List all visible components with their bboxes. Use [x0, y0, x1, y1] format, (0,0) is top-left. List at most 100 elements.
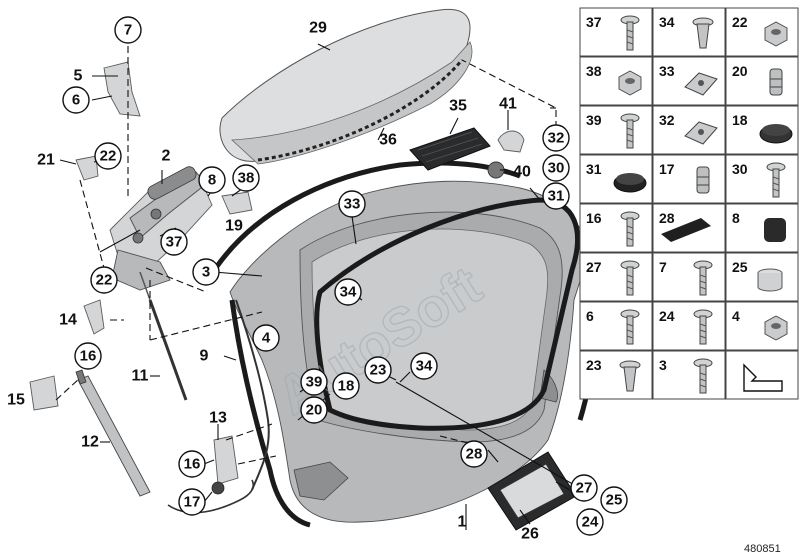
parts-grid-number: 39	[586, 112, 602, 128]
svg-text:18: 18	[338, 378, 355, 395]
parts-grid-cell: 16	[579, 203, 653, 253]
svg-text:17: 17	[184, 494, 201, 511]
hinge-assembly	[109, 166, 213, 291]
callout-24-main: 24	[576, 508, 604, 536]
svg-text:26: 26	[521, 526, 539, 543]
bolt-icon	[620, 211, 640, 247]
svg-text:3: 3	[202, 264, 210, 281]
parts-grid-number: 25	[732, 259, 748, 275]
parts-grid-number: 22	[732, 14, 748, 30]
callout-34-lower: 34	[410, 352, 438, 380]
hex-nut-icon	[764, 315, 788, 341]
parts-grid-number: 16	[586, 210, 602, 226]
bracket-part	[103, 61, 141, 117]
arrow-icon	[743, 363, 783, 392]
callout-20: 20	[300, 396, 328, 424]
push-clip-icon	[619, 360, 641, 392]
part-21	[75, 155, 99, 181]
svg-text:22: 22	[100, 148, 117, 165]
parts-grid-cell: 38	[579, 56, 653, 106]
parts-grid-number: 30	[732, 161, 748, 177]
callout-9: 9	[200, 348, 209, 365]
callout-2: 2	[162, 148, 171, 165]
screw-icon	[693, 309, 713, 345]
svg-text:16: 16	[80, 348, 97, 365]
callout-17: 17	[178, 488, 206, 516]
svg-text:29: 29	[309, 20, 327, 37]
callout-8: 8	[198, 166, 226, 194]
bracket-19	[221, 191, 253, 215]
svg-text:34: 34	[416, 358, 433, 375]
svg-text:31: 31	[548, 188, 565, 205]
svg-text:38: 38	[238, 170, 255, 187]
parts-grid-cell: 37	[579, 7, 653, 57]
callout-1: 1	[458, 514, 467, 531]
callout-12: 12	[81, 434, 99, 451]
parts-grid-number: 32	[659, 112, 675, 128]
svg-text:19: 19	[225, 218, 243, 235]
rubber-block-icon	[764, 218, 786, 242]
expanding-rivet-icon	[692, 17, 714, 49]
parts-grid-number: 38	[586, 63, 602, 79]
callout-11: 11	[132, 368, 149, 385]
callout-6: 6	[62, 86, 90, 114]
callout-22-lower: 22	[90, 266, 118, 294]
parts-grid-number: 4	[732, 308, 740, 324]
svg-text:34: 34	[340, 284, 357, 301]
part-41	[497, 130, 525, 153]
rear-spoiler	[219, 8, 473, 165]
parts-grid-number: 3	[659, 357, 667, 373]
gas-strut-11	[148, 299, 188, 401]
spindle-drive-12	[75, 369, 151, 497]
svg-text:21: 21	[37, 152, 55, 169]
callout-35: 35	[449, 98, 467, 115]
parts-grid-cell: 22	[725, 7, 799, 57]
callout-3: 3	[192, 258, 220, 286]
parts-grid-cell: 30	[725, 154, 799, 204]
callout-31: 31	[542, 182, 570, 210]
callout-23-main: 23	[364, 356, 392, 384]
parts-grid-cell: 7	[652, 252, 726, 302]
svg-text:32: 32	[548, 130, 565, 147]
parts-grid-cell: 8	[725, 203, 799, 253]
mounting-bracket-icon	[684, 121, 718, 145]
callout-4: 4	[252, 324, 280, 352]
parts-grid-number: 23	[586, 357, 602, 373]
window-seal-inner	[314, 197, 580, 431]
callout-36: 36	[379, 132, 397, 149]
bolt-icon	[620, 309, 640, 345]
parts-grid-number: 37	[586, 14, 602, 30]
callout-32: 32	[542, 124, 570, 152]
parts-grid-number: 27	[586, 259, 602, 275]
parts-grid-number: 33	[659, 63, 675, 79]
callout-16-right: 16	[178, 450, 206, 478]
svg-text:13: 13	[209, 410, 227, 427]
callout-25-main: 25	[600, 486, 628, 514]
bolt-washer-icon	[693, 260, 713, 296]
grommet-icon	[759, 124, 793, 144]
parts-grid-cell: 34	[652, 7, 726, 57]
svg-text:7: 7	[124, 22, 132, 39]
parts-grid-cell: 39	[579, 105, 653, 155]
callout-19: 19	[225, 218, 243, 235]
svg-text:11: 11	[132, 368, 149, 385]
wiring-harness	[235, 299, 270, 491]
callout-13: 13	[209, 410, 227, 427]
flange-nut-icon	[618, 70, 642, 96]
svg-text:6: 6	[72, 92, 80, 109]
callout-28: 28	[460, 440, 488, 468]
svg-text:25: 25	[606, 492, 623, 509]
svg-text:9: 9	[200, 348, 209, 365]
svg-text:14: 14	[59, 312, 77, 329]
parts-grid-cell: 18	[725, 105, 799, 155]
torx-bolt-icon	[693, 358, 713, 394]
bracket-14	[83, 299, 105, 335]
svg-text:33: 33	[344, 196, 361, 213]
parts-grid-cell: 4	[725, 301, 799, 351]
parts-grid-cell: 32	[652, 105, 726, 155]
bracket-15	[29, 375, 59, 411]
svg-text:35: 35	[449, 98, 467, 115]
hex-nut-icon	[764, 21, 788, 47]
svg-text:23: 23	[370, 362, 387, 379]
